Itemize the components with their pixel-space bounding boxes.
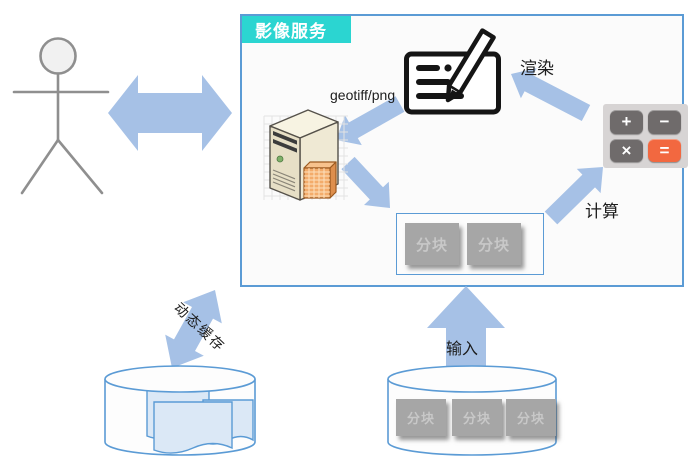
storage-tile-chunk: 分块 <box>396 399 446 436</box>
calculator-icon: + − × = <box>603 104 688 168</box>
render-label: 渲染 <box>520 59 554 78</box>
tiles-to-calculator-arrow <box>544 167 603 225</box>
service-box-title-text: 影像服务 <box>255 22 327 41</box>
input-arrow <box>427 286 505 370</box>
document-edit-icon <box>404 28 501 115</box>
calculator-to-doc-arrow <box>511 68 591 121</box>
storage-tile-chunk: 分块 <box>506 399 556 436</box>
tile-chunk: 分块 <box>405 223 459 265</box>
calc-minus-button: − <box>648 110 681 134</box>
person-icon <box>12 37 110 195</box>
doc-to-server-arrow <box>336 96 405 146</box>
calc-plus-button: + <box>610 110 643 134</box>
tile-chunk: 分块 <box>467 223 521 265</box>
tiles-panel: 分块 分块 <box>396 213 544 275</box>
input-label: 输入 <box>446 341 479 358</box>
compute-label: 计算 <box>585 202 619 221</box>
server-icon <box>263 109 348 201</box>
user-service-arrow <box>108 75 232 151</box>
cache-database-icon <box>104 365 256 456</box>
cached-document <box>153 401 233 454</box>
geotiff-png-label: geotiff/png <box>330 87 396 103</box>
storage-tile-chunk: 分块 <box>452 399 502 436</box>
cache-arrow <box>165 290 222 368</box>
calc-multiply-button: × <box>610 138 643 162</box>
calc-equals-button: = <box>648 138 681 162</box>
server-to-tiles-arrow <box>341 156 390 208</box>
service-box-title: 影像服务 <box>242 16 351 43</box>
